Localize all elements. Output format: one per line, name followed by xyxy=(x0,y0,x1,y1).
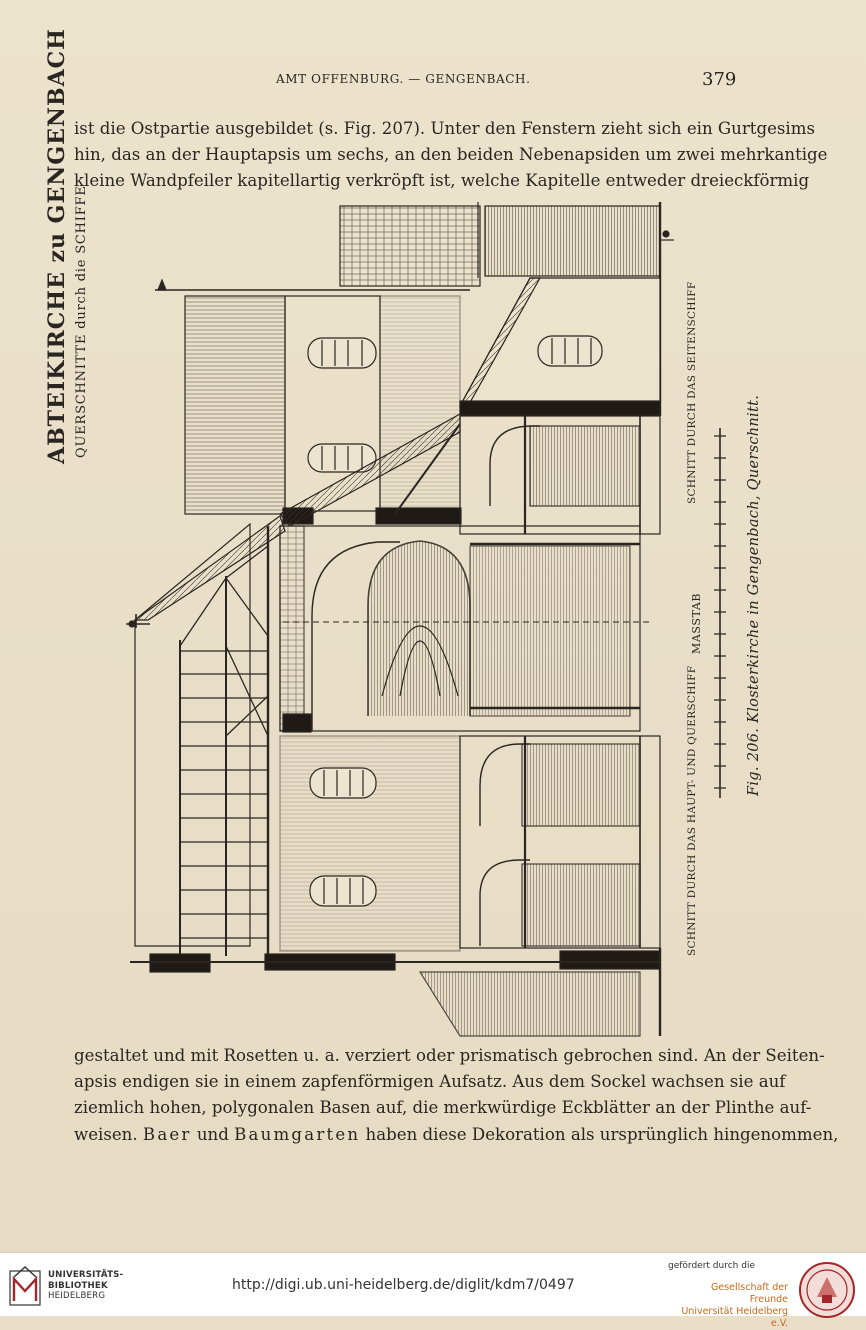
running-head: AMT OFFENBURG. — GENGENBACH. 379 xyxy=(0,69,866,92)
library-name-line: BIBLIOTHEK xyxy=(48,1280,108,1291)
society-name-line: Universität Heidelberg e.V. xyxy=(681,1306,788,1329)
sponsor-label: gefördert durch die xyxy=(668,1261,755,1271)
paragraph-bottom: gestaltet und mit Rosetten u. a. verzier… xyxy=(74,1043,838,1148)
library-name: UNIVERSITÄTS- BIBLIOTHEK HEIDELBERG xyxy=(48,1270,123,1302)
author-name: Baer xyxy=(142,1124,192,1144)
text-line: apsis endigen sie in einem zapfenförmige… xyxy=(74,1072,786,1092)
figure-cross-section: ABTEIKIRCHE zu GENGENBACH QUERSCHNITTE d… xyxy=(40,28,770,1052)
upper-wall-hatching xyxy=(184,295,286,515)
upper-roof-hatching xyxy=(484,205,661,277)
permalink-url[interactable]: http://digi.ub.uni-heidelberg.de/diglit/… xyxy=(232,1277,575,1293)
text-line: ziemlich hohen, polygonalen Basen auf, d… xyxy=(74,1098,812,1118)
sponsor-society[interactable]: Gesellschaft der Freunde Universität Hei… xyxy=(676,1282,788,1330)
text-line-last: weisen. Baer und Baumgarten haben diese … xyxy=(74,1122,838,1148)
ub-heidelberg-logo-icon[interactable] xyxy=(8,1261,42,1307)
figure-caption: Fig. 206. Klosterkirche in Gengenbach, Q… xyxy=(746,394,762,796)
scale-label: MASSTAB xyxy=(690,592,703,654)
author-name: Baumgarten xyxy=(234,1124,361,1144)
scanned-page: AMT OFFENBURG. — GENGENBACH. 379 ist die… xyxy=(0,0,866,1252)
text-fragment: und xyxy=(196,1124,229,1144)
label-side-aisle: SCHNITT DURCH DAS SEITENSCHIFF xyxy=(686,281,698,504)
text-fragment: haben diese Dekoration als ursprünglich … xyxy=(365,1124,839,1144)
university-seal-icon[interactable] xyxy=(798,1261,856,1319)
roof-brick-block xyxy=(339,205,481,287)
drawing-title-line1: ABTEIKIRCHE zu GENGENBACH xyxy=(44,28,70,464)
label-nave-transept: SCHNITT DURCH DAS HAUPT- UND QUERSCHIFF xyxy=(686,665,698,956)
society-name-line: Gesellschaft der Freunde xyxy=(711,1282,788,1305)
text-line: gestaltet und mit Rosetten u. a. verzier… xyxy=(74,1046,825,1065)
page-number: 379 xyxy=(702,69,737,90)
scale-bar xyxy=(714,428,726,798)
paragraph-top: ist die Ostpartie ausgebildet (s. Fig. 2… xyxy=(74,116,828,195)
text-line: hin, das an der Hauptapsis um sechs, an … xyxy=(74,145,828,165)
text-line: ist die Ostpartie ausgebildet (s. Fig. 2… xyxy=(74,119,815,138)
running-title: AMT OFFENBURG. — GENGENBACH. xyxy=(276,72,531,86)
drawing-title-line2: QUERSCHNITTE durch die SCHIFFE xyxy=(74,185,89,458)
text-line: kleine Wandpfeiler kapitellartig verkröp… xyxy=(74,171,810,191)
footer-bar: UNIVERSITÄTS- BIBLIOTHEK HEIDELBERG http… xyxy=(0,1252,866,1329)
library-name-line: UNIVERSITÄTS- xyxy=(48,1270,124,1280)
cross-section-drawing xyxy=(126,202,726,1037)
text-fragment: weisen. xyxy=(74,1124,138,1144)
library-name-line: HEIDELBERG xyxy=(48,1291,106,1301)
